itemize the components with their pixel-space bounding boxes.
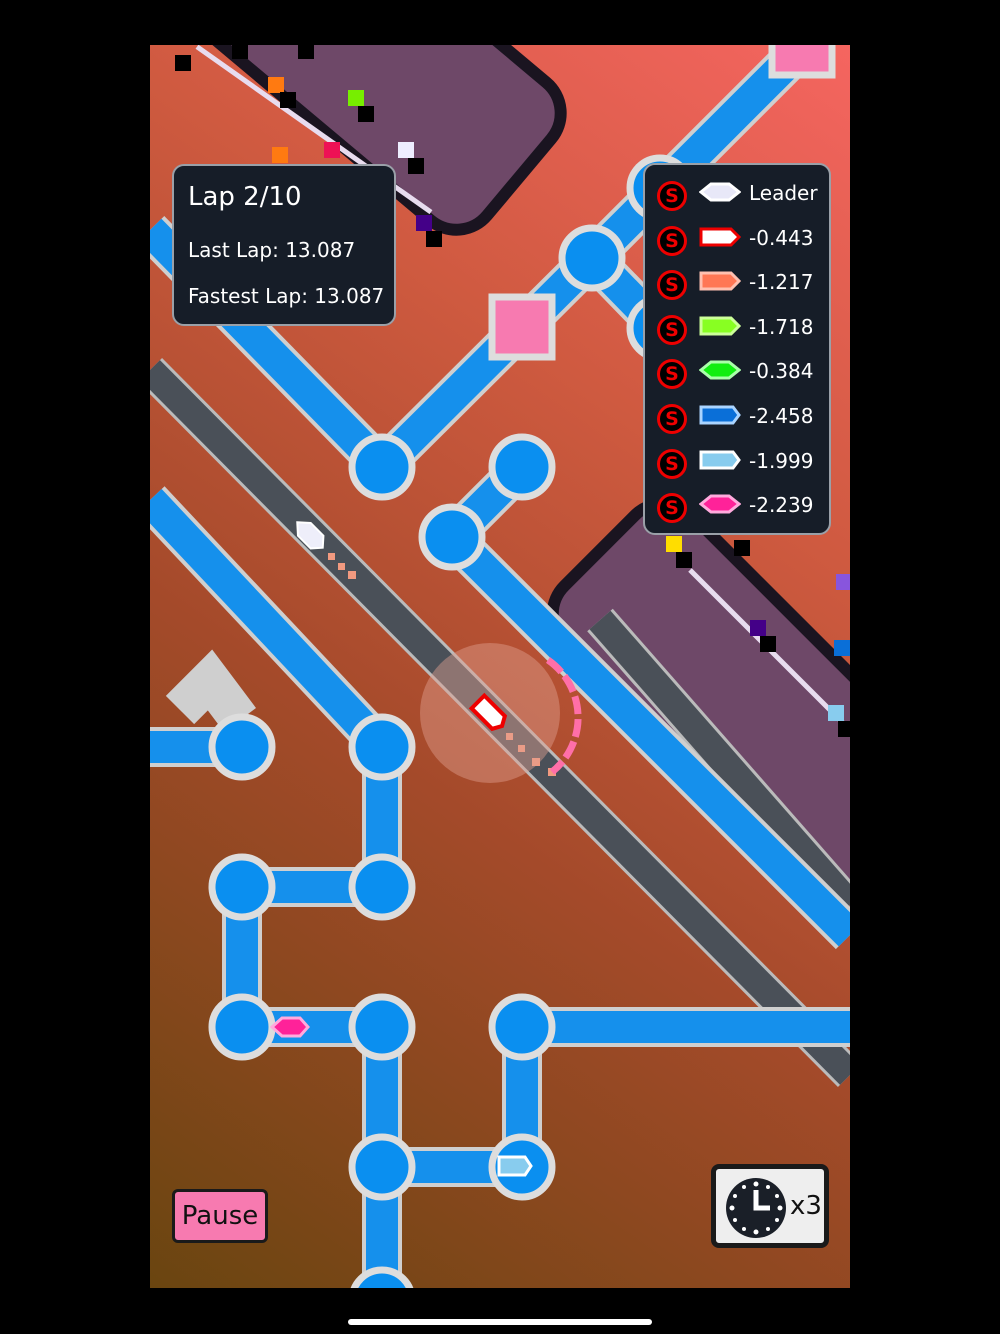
- boost-arc: [545, 657, 582, 775]
- car-icon: [699, 360, 741, 380]
- driver-badge-icon: S: [657, 404, 687, 434]
- gap-time: -1.999: [749, 448, 814, 473]
- car-icon: [699, 405, 741, 425]
- speed-button[interactable]: x3: [711, 1164, 829, 1248]
- gap-time: Leader: [749, 181, 818, 205]
- car-player: [468, 692, 508, 732]
- gap-time: -2.458: [749, 404, 814, 428]
- leaderboard-row: S -0.443: [645, 218, 829, 262]
- driver-badge-icon: S: [657, 314, 687, 345]
- leaderboard-row: S Leader: [645, 173, 829, 217]
- home-indicator[interactable]: [348, 1319, 652, 1325]
- clock-icon: [726, 1178, 786, 1238]
- driver-badge-icon: S: [657, 359, 687, 390]
- car-light-blue: [497, 1155, 533, 1177]
- driver-badge-icon: S: [657, 493, 687, 524]
- car-icon: [699, 316, 741, 336]
- pink-blocks: [488, 45, 836, 361]
- pause-button[interactable]: Pause: [172, 1189, 268, 1243]
- car-pink: [269, 1016, 311, 1038]
- speed-multiplier: x3: [790, 1191, 822, 1221]
- car-icon: [699, 450, 741, 470]
- lap-panel: Lap 2/10 Last Lap: 13.087 Fastest Lap: 1…: [172, 164, 396, 326]
- driver-badge-icon: S: [657, 270, 687, 301]
- last-lap-time: Last Lap: 13.087: [188, 238, 356, 262]
- leaderboard-row: S -2.458: [645, 396, 829, 440]
- pit-markers: [175, 45, 850, 737]
- leaderboard-row: S -1.999: [645, 441, 829, 485]
- fastest-lap-time: Fastest Lap: 13.087: [188, 284, 385, 308]
- driver-badge-icon: S: [657, 181, 687, 211]
- gap-time: -0.443: [749, 225, 814, 250]
- gap-time: -1.217: [749, 270, 814, 295]
- leaderboard-row: S -1.217: [645, 262, 829, 306]
- leaderboard-row: S -2.239: [645, 485, 829, 529]
- lap-counter: Lap 2/10: [188, 182, 302, 212]
- leaderboard-row: S -1.718: [645, 307, 829, 351]
- gap-time: -2.239: [749, 493, 814, 518]
- car-icon: [699, 271, 741, 291]
- driver-badge-icon: S: [657, 448, 687, 479]
- gap-time: -1.718: [749, 314, 814, 339]
- car-leader: [296, 521, 325, 550]
- car-icon: [699, 227, 741, 247]
- gap-time: -0.384: [749, 359, 814, 384]
- car-icon: [699, 494, 741, 514]
- leaderboard-row: S -0.384: [645, 351, 829, 395]
- driver-badge-icon: S: [657, 225, 687, 256]
- car-icon: [699, 182, 741, 202]
